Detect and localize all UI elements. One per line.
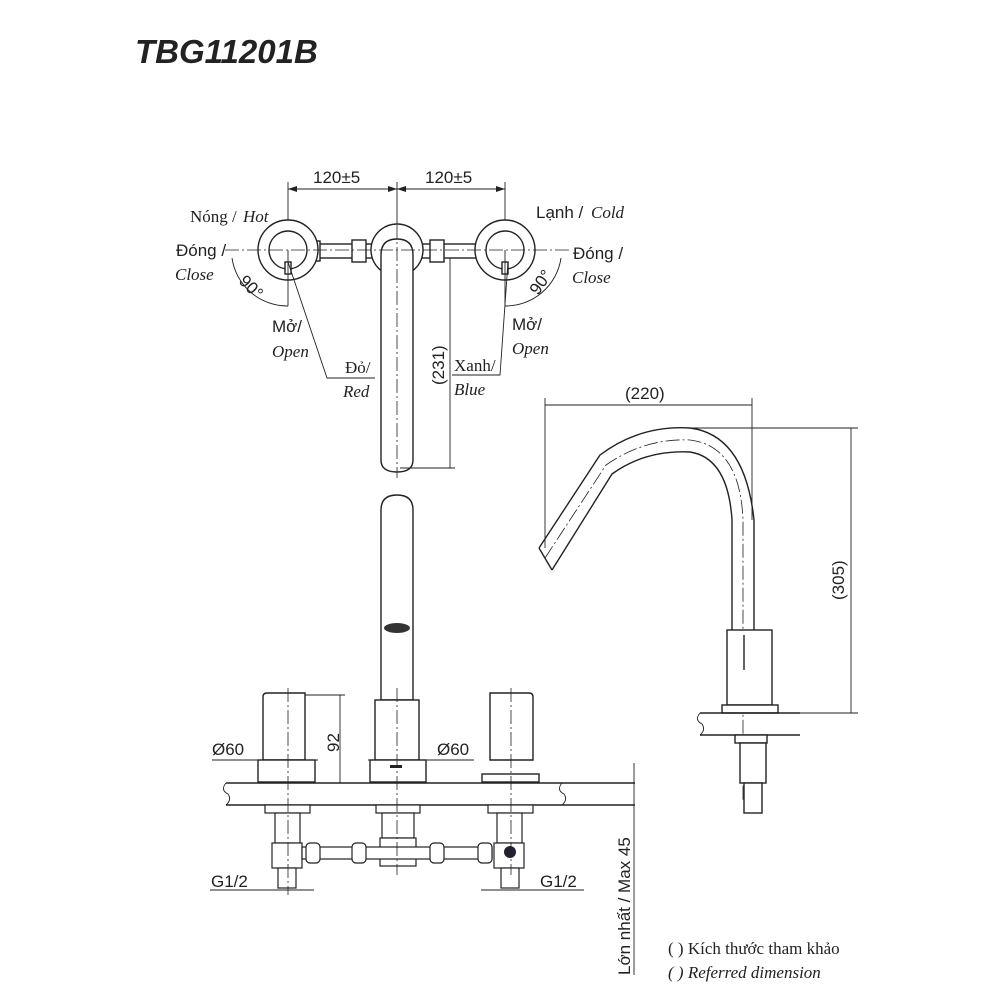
angle-left: 90° bbox=[235, 271, 267, 303]
spout-top bbox=[370, 223, 424, 478]
height-dim: (305) bbox=[829, 560, 848, 600]
angle-right: 90° bbox=[526, 266, 556, 298]
blue-label-en: Blue bbox=[454, 380, 486, 399]
hot-label-vi: Nóng / bbox=[190, 207, 237, 226]
open-left-en: Open bbox=[272, 342, 309, 361]
cold-label-en: Cold bbox=[591, 203, 625, 222]
side-view: (220) (305) bbox=[538, 384, 858, 814]
close-left-vi: Đóng / bbox=[176, 241, 226, 260]
spout-length-dim: (231) bbox=[429, 345, 448, 385]
thread-right: G1/2 bbox=[540, 872, 577, 891]
thread-left: G1/2 bbox=[211, 872, 248, 891]
close-left-en: Close bbox=[175, 265, 214, 284]
red-label-en: Red bbox=[342, 382, 370, 401]
dia-left-dim: Ø60 bbox=[212, 740, 244, 759]
front-view: 92 Ø60 Ø60 G1/2 G1/2 Lớn nhất / Max 45 bbox=[210, 494, 635, 975]
reach-dim: (220) bbox=[625, 384, 665, 403]
dia-right-dim: Ø60 bbox=[437, 740, 469, 759]
legend-line-vi: ( ) Kích thước tham khảo bbox=[668, 939, 840, 958]
top-view: 120±5 120±5 90° 9 bbox=[175, 168, 625, 478]
handle-height-dim: 92 bbox=[324, 733, 343, 752]
open-right-en: Open bbox=[512, 339, 549, 358]
red-label-vi: Đỏ/ bbox=[345, 358, 371, 377]
dim-left-spacing: 120±5 bbox=[313, 168, 360, 187]
max-thickness: Lớn nhất / Max 45 bbox=[615, 837, 634, 975]
close-right-en: Close bbox=[572, 268, 611, 287]
open-right-vi: Mở/ bbox=[512, 315, 542, 334]
close-right-vi: Đóng / bbox=[573, 244, 623, 263]
model-title: TBG11201B bbox=[135, 33, 318, 70]
legend-line-en: ( ) Referred dimension bbox=[668, 963, 821, 982]
hot-label-en: Hot bbox=[242, 207, 270, 226]
cold-label-vi: Lạnh / bbox=[536, 203, 584, 222]
dim-right-spacing: 120±5 bbox=[425, 168, 472, 187]
blue-label-vi: Xanh/ bbox=[454, 356, 496, 375]
open-left-vi: Mở/ bbox=[272, 317, 302, 336]
